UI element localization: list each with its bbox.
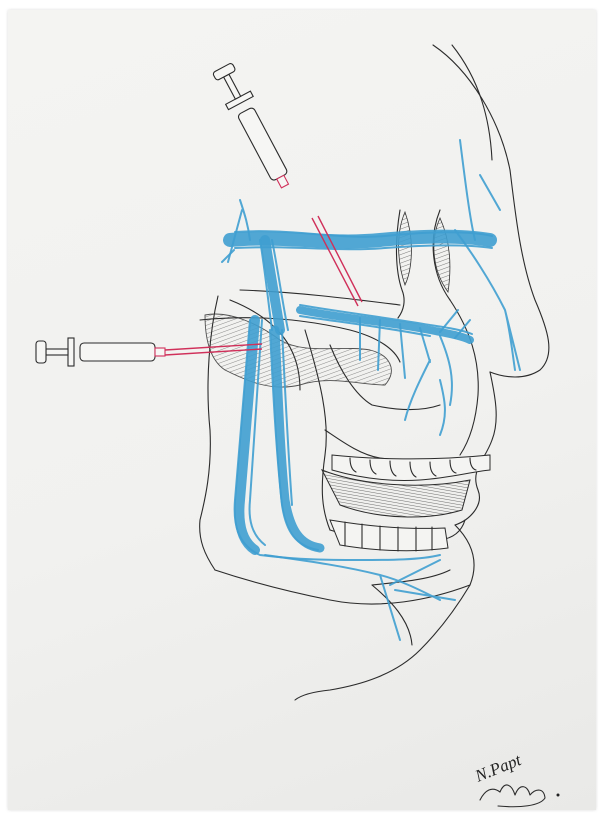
upper-teeth	[322, 455, 490, 517]
upper-syringe	[210, 61, 362, 306]
lower-teeth	[330, 520, 448, 551]
trigeminal-nerve-branches	[222, 140, 520, 640]
signature-text: N.Papt	[471, 750, 524, 786]
signature: N.Papt	[471, 750, 559, 807]
orbit-shading	[399, 212, 450, 292]
